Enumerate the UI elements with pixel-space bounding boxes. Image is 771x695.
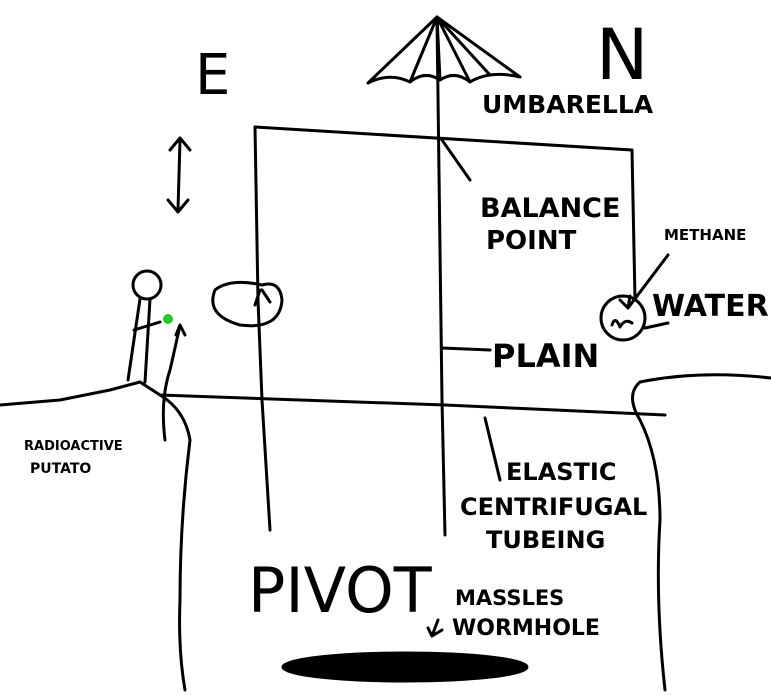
balance-beam <box>253 125 637 302</box>
north-label: N <box>596 14 649 96</box>
potato-label-1: RADIOACTIVE <box>24 439 123 454</box>
loop <box>211 280 284 328</box>
plain-label: PLAIN <box>492 337 600 375</box>
tubing-label-3: TUBEING <box>486 526 606 554</box>
umbrella-pole <box>435 18 447 537</box>
methane-arrow <box>618 253 670 310</box>
ground-line <box>0 380 667 417</box>
wormhole-label-1: MASSLES <box>455 586 565 610</box>
tubing-pointer <box>483 416 502 482</box>
stick-figure <box>126 269 163 384</box>
east-label: E <box>195 43 231 108</box>
balance-pointer <box>440 138 472 182</box>
potato-label-2: PUTATO <box>30 461 92 477</box>
plain-pointer <box>440 346 492 352</box>
pivot-label: PIVOT <box>248 554 432 627</box>
potato-pointer <box>161 323 187 442</box>
methane-label: METHANE <box>664 226 747 244</box>
water-pointer <box>643 321 670 330</box>
umbrella-label: UMBARELLA <box>482 90 654 119</box>
vertical-arrow <box>166 136 192 214</box>
left-rope <box>253 125 272 532</box>
right-cliff <box>631 373 771 692</box>
tubing-label-2: CENTRIFUGAL <box>460 493 648 521</box>
water-label: WATER <box>652 289 769 324</box>
left-cliff <box>158 393 192 692</box>
wormhole-label-2: WORMHOLE <box>452 616 600 641</box>
umbrella-canopy <box>366 15 522 85</box>
balance-label-1: BALANCE <box>480 193 621 224</box>
balance-label-2: POINT <box>486 226 577 256</box>
radioactive-potato <box>163 314 173 324</box>
water-bowl <box>599 294 647 342</box>
wormhole-arrow <box>426 618 444 638</box>
wormhole <box>281 651 529 683</box>
water-wave <box>610 319 634 329</box>
tubing-label-1: ELASTIC <box>506 458 617 486</box>
